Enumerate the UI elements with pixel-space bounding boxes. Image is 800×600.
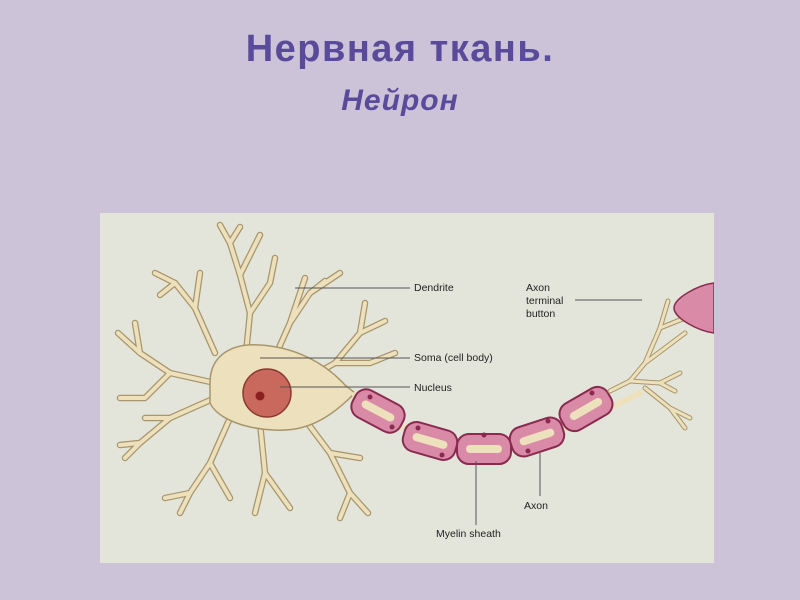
nucleus: [242, 368, 292, 418]
axon-terminal-label-line1: Axon: [526, 282, 550, 294]
axon-terminal-label-line3: button: [526, 308, 555, 320]
neuron-diagram: Dendrite Soma (cell body) Nucleus Axon t…: [114, 221, 714, 540]
axon-label: Axon: [524, 500, 548, 512]
leader-lines: [260, 287, 642, 525]
slide-subtitle: Нейрон: [341, 84, 459, 117]
myelin-segment: [401, 420, 459, 462]
myelin-segment: [350, 388, 406, 434]
dendrite-label: Dendrite: [414, 282, 454, 294]
myelin-segment: [558, 385, 614, 433]
axon-terminals: [607, 298, 693, 431]
myelin-segment: [508, 416, 566, 458]
myelin-sheath: [350, 385, 614, 465]
myelin-sheath-label: Myelin sheath: [436, 528, 501, 540]
axon-terminal-label-line2: terminal: [526, 295, 563, 307]
postsynaptic-target: [673, 282, 714, 334]
nucleus-label: Nucleus: [414, 382, 452, 394]
soma-label: Soma (cell body): [414, 352, 493, 364]
slide-title: Нервная ткань.: [245, 28, 555, 70]
neuron-figure: Dendrite Soma (cell body) Nucleus Axon t…: [100, 213, 714, 563]
myelin-segment: [456, 433, 512, 465]
